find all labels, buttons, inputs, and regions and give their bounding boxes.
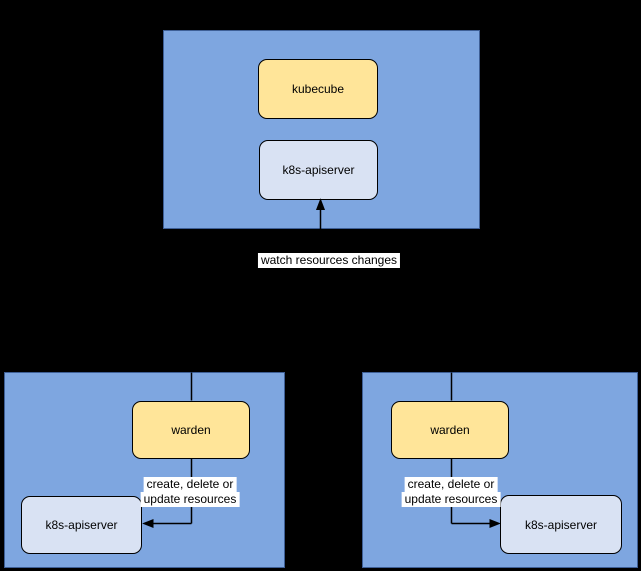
node-kubecube: kubecube: [258, 59, 378, 119]
node-k8s-apiserver-top: k8s-apiserver: [259, 140, 378, 200]
edge-label-left-crud-line2: update resources: [140, 492, 240, 507]
cluster-bottom-right: warden k8s-apiserver: [362, 372, 638, 568]
edge-label-right-crud: create, delete or update resources: [401, 477, 501, 507]
edge-label-left-crud: create, delete or update resources: [140, 477, 240, 507]
edge-label-left-crud-line1: create, delete or: [143, 477, 237, 492]
node-k8s-apiserver-right: k8s-apiserver: [500, 495, 622, 554]
node-k8s-apiserver-left: k8s-apiserver: [21, 496, 142, 554]
cluster-bottom-left: warden k8s-apiserver: [4, 372, 285, 568]
node-warden-left: warden: [132, 401, 250, 459]
edge-label-watch-text: watch resources changes: [257, 253, 401, 268]
cluster-top: kubecube k8s-apiserver: [163, 30, 480, 229]
node-warden-right: warden: [391, 401, 509, 459]
edge-label-right-crud-line2: update resources: [401, 492, 501, 507]
edge-label-watch: watch resources changes: [257, 253, 401, 268]
edge-label-right-crud-line1: create, delete or: [404, 477, 498, 492]
